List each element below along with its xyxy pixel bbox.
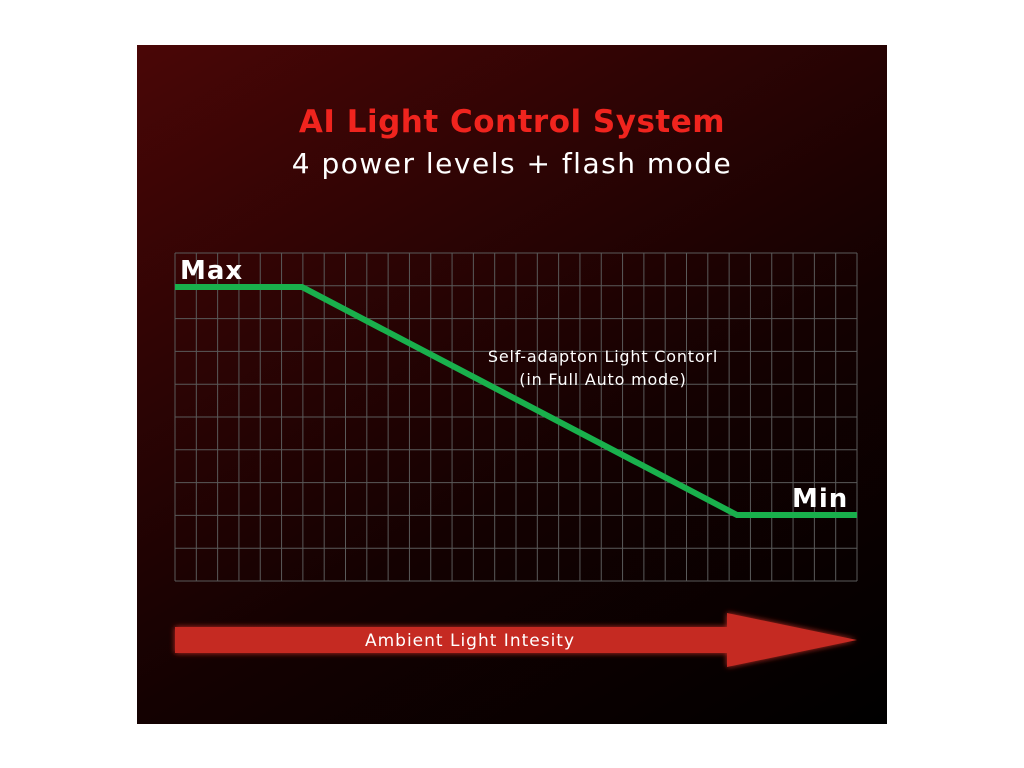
grid: [174, 252, 858, 582]
ambient-light-label: Ambient Light Intesity: [365, 631, 575, 651]
min-label: Min: [792, 484, 848, 514]
curve-label-line1: Self-adapton Light Contorl: [488, 347, 718, 366]
ambient-light-arrow: [175, 613, 857, 667]
curve-label-line2: (in Full Auto mode): [519, 370, 686, 389]
light-output-curve: [175, 284, 857, 518]
page-title: AI Light Control System: [298, 104, 726, 140]
page-subtitle: 4 power levels + flash mode: [291, 147, 733, 180]
max-label: Max: [180, 256, 243, 286]
